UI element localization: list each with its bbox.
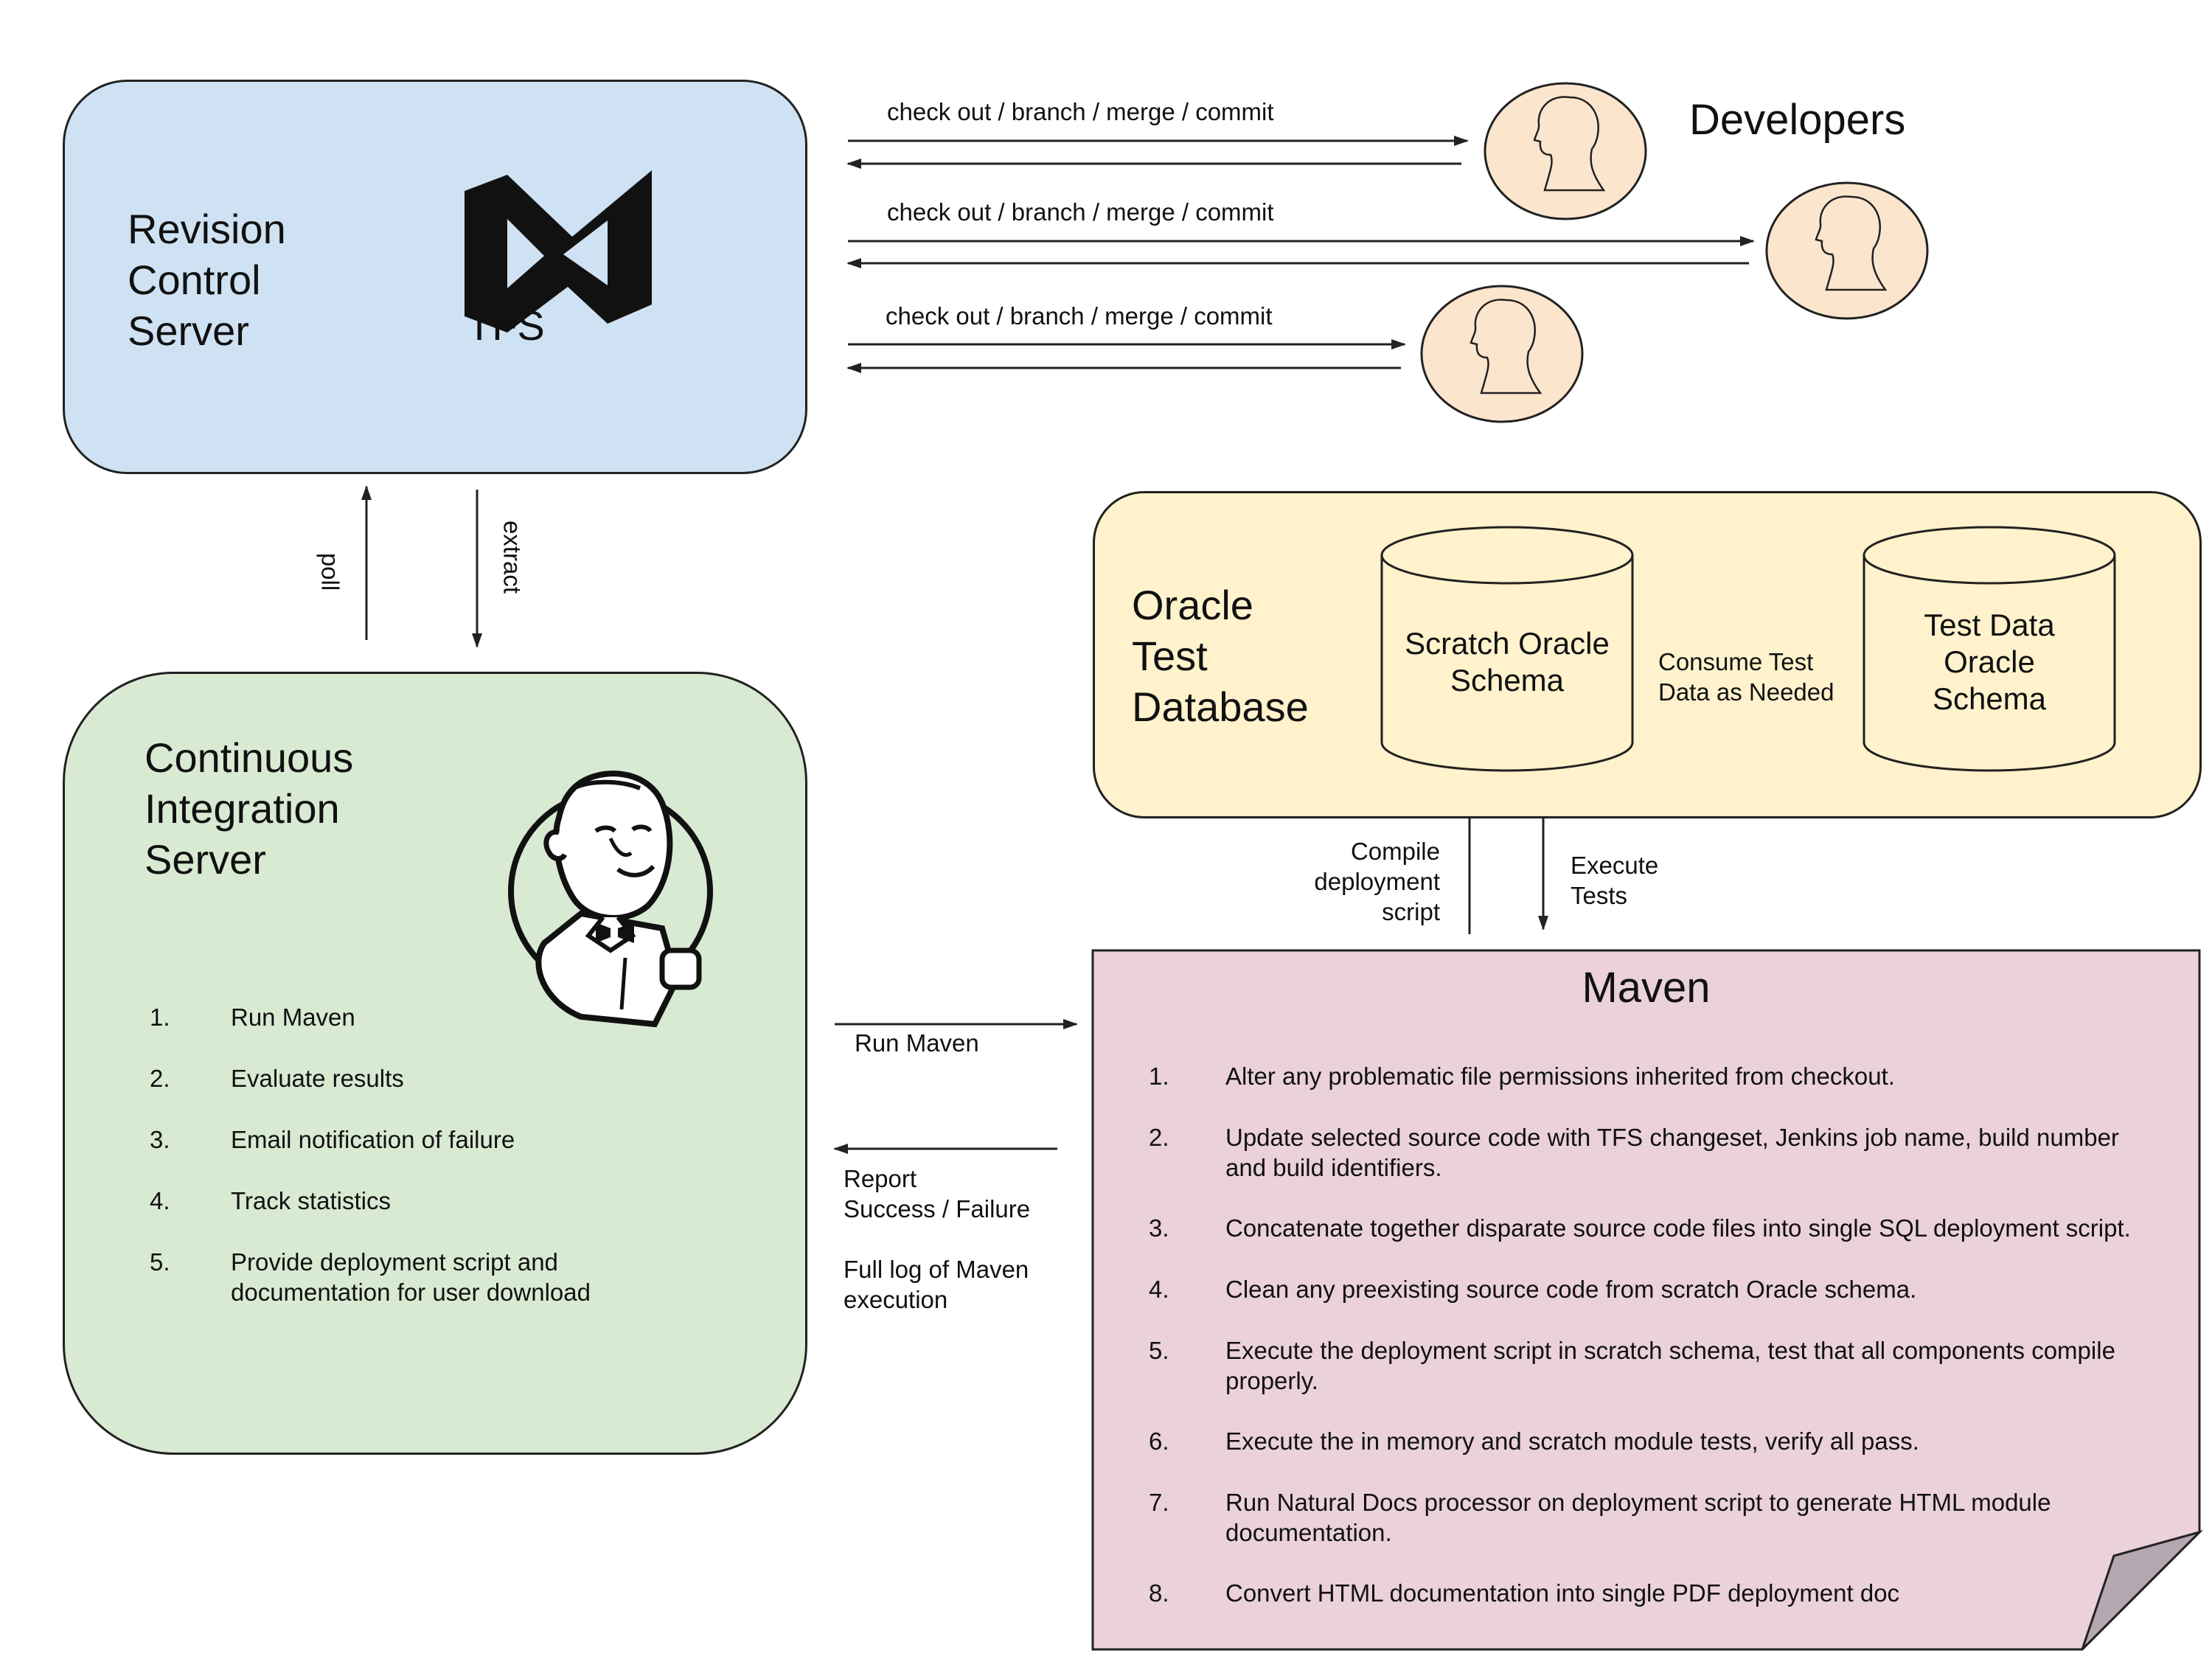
list-item: 2. Update selected source code with TFS … — [1149, 1124, 2119, 1181]
list-item: 4. Clean any preexisting source code fro… — [1149, 1276, 1917, 1303]
ci-steps-list: 1. Run Maven 2. Evaluate results 3. Emai… — [150, 1002, 784, 1307]
list-item: 4. Track statistics — [150, 1187, 391, 1214]
oracle-db-title: Oracle Test Database — [1132, 582, 1309, 730]
maven-log-label: Full log of Maven execution — [844, 1256, 1029, 1313]
developer-3-avatar — [1420, 285, 1584, 423]
ci-server-title: Continuous Integration Server — [145, 734, 354, 883]
scratch-schema-cylinder-icon — [1380, 526, 1634, 772]
report-result-label: Report Success / Failure — [844, 1165, 1031, 1222]
developers-title: Developers — [1689, 96, 1906, 144]
developer-2-avatar — [1765, 181, 1929, 320]
list-item: 3. Email notification of failure — [150, 1126, 515, 1153]
test-data-schema-label: Test Data Oracle Schema — [1924, 608, 2055, 716]
maven-steps-list: 1. Alter any problematic file permission… — [1149, 1061, 2181, 1608]
dev1-link-label: check out / branch / merge / commit — [887, 98, 1274, 125]
tfs-label: TFS — [467, 302, 545, 349]
list-item: 1. Run Maven — [150, 1004, 355, 1031]
visual-studio-logo-icon — [465, 170, 652, 333]
developer-1-avatar — [1484, 82, 1647, 220]
consume-test-data-label: Consume Test Data as Needed — [1658, 648, 1834, 706]
list-item: 3. Concatenate together disparate source… — [1149, 1214, 2131, 1242]
list-item: 5. Execute the deployment script in scra… — [1149, 1337, 2115, 1394]
revision-control-server-box: Revision Control Server TFS — [63, 80, 807, 474]
execute-tests-label: Execute Tests — [1571, 852, 1659, 909]
jenkins-butler-icon — [508, 771, 713, 1028]
dev3-link-label: check out / branch / merge / commit — [886, 302, 1273, 330]
compile-script-label: Compile deployment script — [1314, 838, 1440, 925]
ci-server-box: Continuous Integration Server 1. Run Mav… — [63, 672, 807, 1455]
list-item: 7. Run Natural Docs processor on deploym… — [1149, 1489, 2051, 1546]
run-maven-link-label: Run Maven — [855, 1029, 979, 1057]
revision-server-title: Revision Control Server — [128, 206, 286, 354]
list-item: 1. Alter any problematic file permission… — [1149, 1062, 1895, 1090]
maven-title: Maven — [1582, 964, 1711, 1012]
scratch-schema-label: Scratch Oracle Schema — [1405, 626, 1610, 698]
test-data-schema-cylinder-icon — [1863, 526, 2116, 772]
dev2-link-label: check out / branch / merge / commit — [887, 198, 1274, 226]
list-item: 5. Provide deployment script and documen… — [150, 1248, 591, 1306]
list-item: 2. Evaluate results — [150, 1065, 404, 1092]
list-item: 8. Convert HTML documentation into singl… — [1149, 1579, 1900, 1607]
list-item: 6. Execute the in memory and scratch mod… — [1149, 1427, 1919, 1455]
